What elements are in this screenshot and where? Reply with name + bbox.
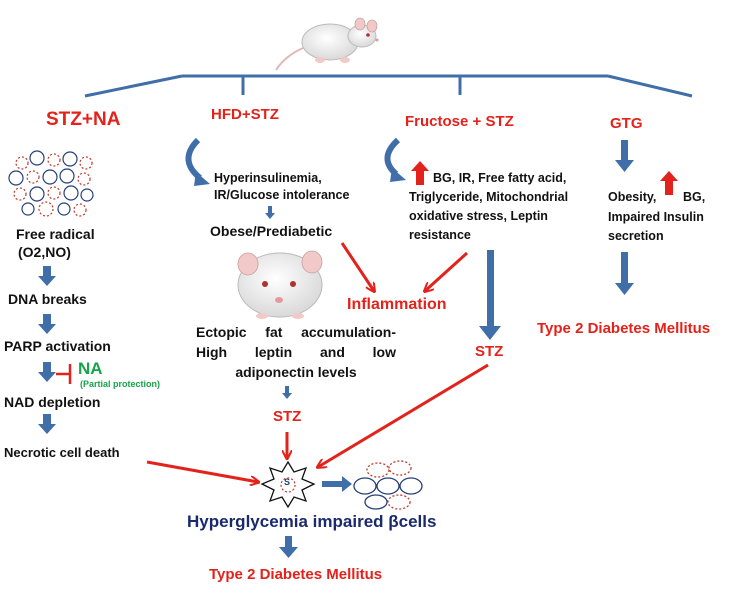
fructose-inflammation-arrow — [425, 251, 469, 291]
parp-activation-label: PARP activation — [4, 338, 111, 354]
obese-inflammation-arrow — [340, 242, 374, 291]
rat-icon — [275, 17, 379, 71]
ir-glucose-label: IR/Glucose intolerance — [214, 188, 350, 202]
hfd-stz-title: HFD+STZ — [211, 106, 279, 123]
ectopic-fat-label: Ectopic fat accumulation- High leptin an… — [196, 324, 396, 380]
center-outcome-label: Type 2 Diabetes Mellitus — [209, 566, 383, 583]
necrotic-burst-arrow — [146, 460, 258, 482]
burst-cells-arrow — [322, 476, 352, 492]
fructose-stz-title: Fructose + STZ — [405, 113, 514, 130]
free-radical-sub: (O2,NO) — [18, 244, 71, 260]
gtg-outcome-label: Type 2 Diabetes Mellitus — [537, 320, 711, 337]
fructose-stz-label: STZ — [475, 343, 504, 360]
hyperglycemia-label: Hyperglycemia impaired βcells — [187, 512, 437, 531]
gtg-impaired-insulin-label: Impaired Insulin — [608, 210, 704, 224]
nad-depletion-label: NAD depletion — [4, 394, 101, 410]
necrotic-cell-death-label: Necrotic cell death — [4, 445, 120, 460]
gtg-title: GTG — [610, 115, 643, 132]
fructose-curved-arrow — [384, 137, 406, 182]
cell-cluster-icon — [353, 460, 423, 510]
gtg-bg-label: BG, — [683, 190, 706, 204]
gtg-down-arrow — [615, 140, 634, 172]
burst-letter: S — [284, 477, 291, 487]
hyperinsulinemia-label: Hyperinsulinemia, — [214, 171, 322, 185]
gtg-obesity-label: Obesity, — [608, 190, 657, 204]
fructose-line-3: oxidative stress, Leptin — [409, 209, 548, 223]
gtg-secretion-label: secretion — [608, 229, 664, 243]
rat-icon — [237, 250, 323, 319]
na-label: NA — [78, 359, 103, 378]
cell-cluster-icon — [8, 150, 94, 217]
na-note: (Partial protection) — [80, 379, 161, 389]
fructose-stz-burst-arrow — [318, 363, 489, 467]
free-radical-label: Free radical — [16, 226, 95, 242]
hyperglycemia-outcome-arrow — [279, 536, 298, 558]
fructose-down-arrow — [479, 250, 501, 340]
fructose-line-2: Triglyceride, Mitochondrial — [409, 190, 569, 204]
damaged-cell-burst-icon — [260, 460, 316, 509]
hfd-down-arrow — [282, 386, 292, 399]
fructose-line-4: resistance — [409, 228, 471, 242]
hfd-small-arrow — [265, 206, 275, 219]
hfd-stz-label: STZ — [273, 408, 302, 425]
na-inhibition-mark — [56, 364, 72, 384]
obese-prediabetic-label: Obese/Prediabetic — [210, 223, 333, 239]
stz-na-title: STZ+NA — [46, 109, 121, 130]
hfd-curved-arrow — [185, 137, 210, 186]
gtg-outcome-arrow — [615, 252, 634, 295]
red-up-arrow-icon — [411, 161, 429, 185]
red-up-arrow-icon — [660, 171, 678, 195]
dna-breaks-label: DNA breaks — [8, 291, 87, 307]
inflammation-label: Inflammation — [347, 296, 447, 313]
branch-connector — [84, 74, 693, 98]
stz-na-arrows — [38, 266, 56, 434]
fructose-line-1: BG, IR, Free fatty acid, — [433, 171, 567, 185]
